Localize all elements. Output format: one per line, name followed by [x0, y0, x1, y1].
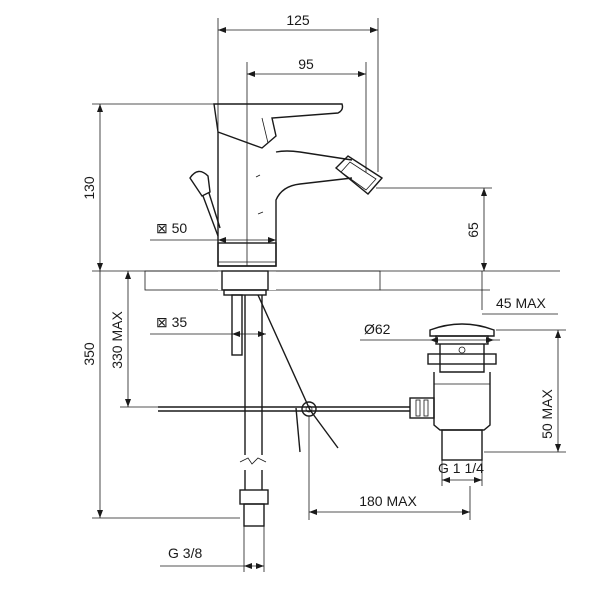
shank-assembly [221, 270, 339, 572]
label-45-max: 45 MAX [496, 295, 546, 311]
dimension-labels: 125 95 130 65 ⊠ 50 ⊠ 35 330 MAX 350 45 M… [81, 12, 555, 561]
countertop-section [92, 270, 560, 291]
label-130: 130 [81, 176, 97, 200]
label-350: 350 [81, 342, 97, 366]
label-180-max: 180 MAX [359, 493, 417, 509]
label-square-50: ⊠ 50 [156, 220, 187, 236]
label-65: 65 [465, 222, 481, 238]
label-330-max: 330 MAX [109, 311, 125, 369]
waste-assembly [409, 323, 497, 486]
faucet-body [189, 103, 384, 267]
label-95: 95 [298, 56, 314, 72]
link-rod [158, 401, 410, 417]
label-50-max: 50 MAX [539, 388, 555, 438]
label-125: 125 [286, 12, 310, 28]
label-square-35: ⊠ 35 [156, 314, 187, 330]
label-diameter-62: Ø62 [364, 321, 391, 337]
label-g-3-8: G 3/8 [168, 545, 202, 561]
label-g-1-1-4: G 1 1/4 [438, 460, 484, 476]
dimension-lines [92, 18, 566, 569]
